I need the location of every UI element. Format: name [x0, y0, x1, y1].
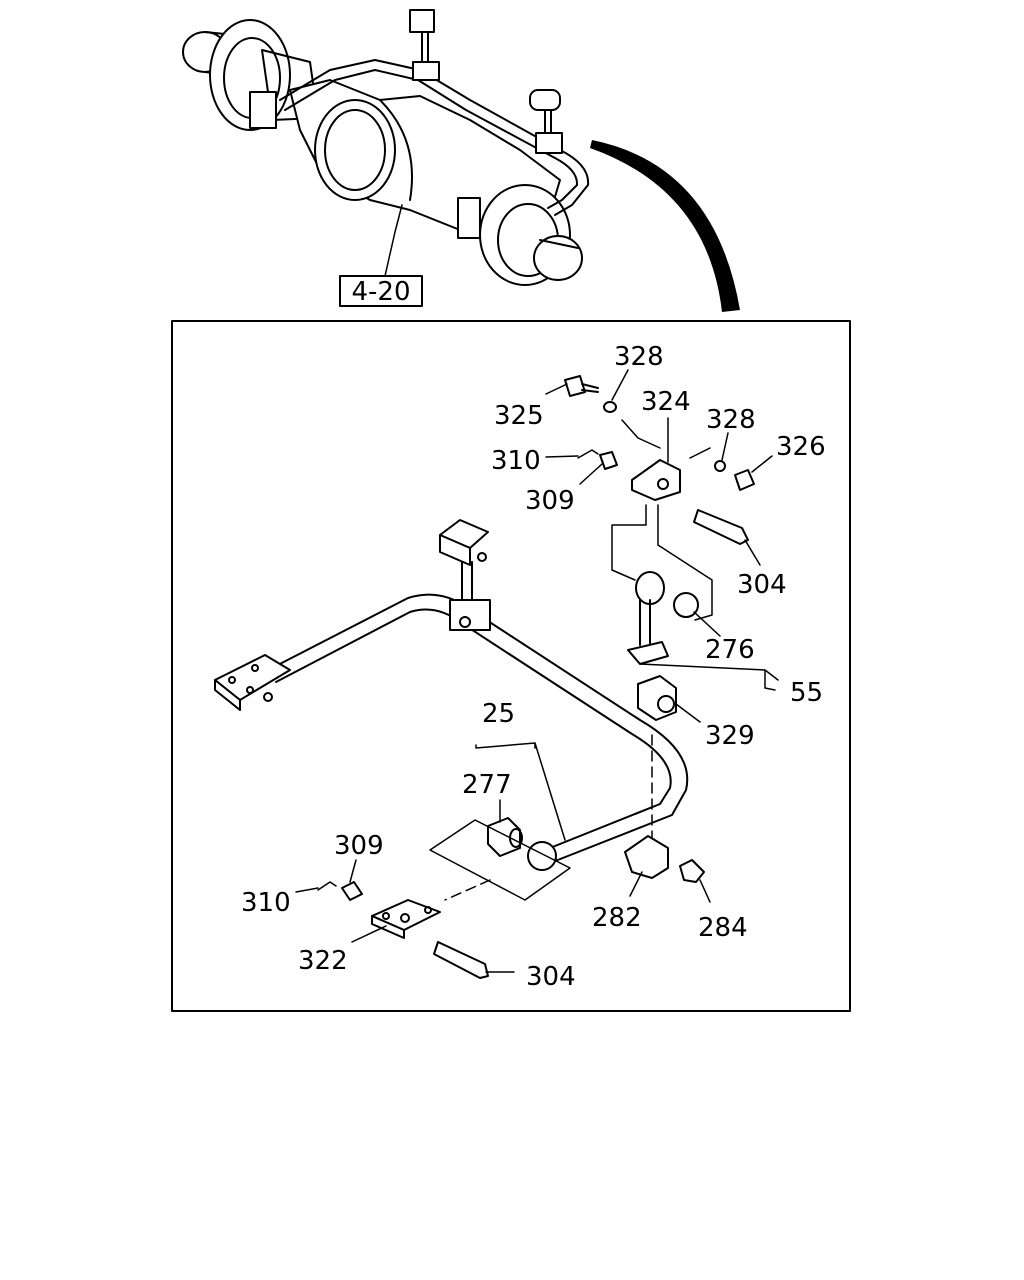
- part-label-304-upper[interactable]: 304: [737, 570, 787, 600]
- part-label-309-upper[interactable]: 309: [525, 486, 575, 516]
- part-label-325[interactable]: 325: [494, 401, 544, 431]
- part-label-25[interactable]: 25: [482, 699, 515, 729]
- part-label-304-lower[interactable]: 304: [526, 962, 576, 992]
- part-label-324[interactable]: 324: [641, 387, 691, 417]
- assembly-reference[interactable]: 4-20: [339, 275, 423, 307]
- detail-arrow: [590, 140, 740, 312]
- upper-link-assembly: [564, 375, 755, 721]
- detail-frame: [171, 320, 851, 1012]
- stabilizer-bar: [214, 519, 689, 901]
- part-label-310-upper[interactable]: 310: [491, 446, 541, 476]
- part-label-328-top[interactable]: 328: [614, 342, 664, 372]
- part-label-310-lower[interactable]: 310: [241, 888, 291, 918]
- part-label-322[interactable]: 322: [298, 946, 348, 976]
- part-label-328-right[interactable]: 328: [706, 405, 756, 435]
- assembly-reference-label: 4-20: [351, 277, 410, 307]
- part-label-326[interactable]: 326: [776, 432, 826, 462]
- part-labels: 328 325 324 328 326 310 309 304 276 55 3…: [241, 342, 826, 992]
- leader-lines: [295, 369, 779, 973]
- part-label-309-lower[interactable]: 309: [334, 831, 384, 861]
- part-label-282[interactable]: 282: [592, 903, 642, 933]
- part-label-284[interactable]: 284: [698, 913, 748, 943]
- part-label-329[interactable]: 329: [705, 721, 755, 751]
- rear-axle-overview: [182, 9, 590, 286]
- part-label-55[interactable]: 55: [790, 678, 823, 708]
- lower-link-assembly: [317, 817, 705, 979]
- part-label-276[interactable]: 276: [705, 635, 755, 665]
- part-label-277[interactable]: 277: [462, 770, 512, 800]
